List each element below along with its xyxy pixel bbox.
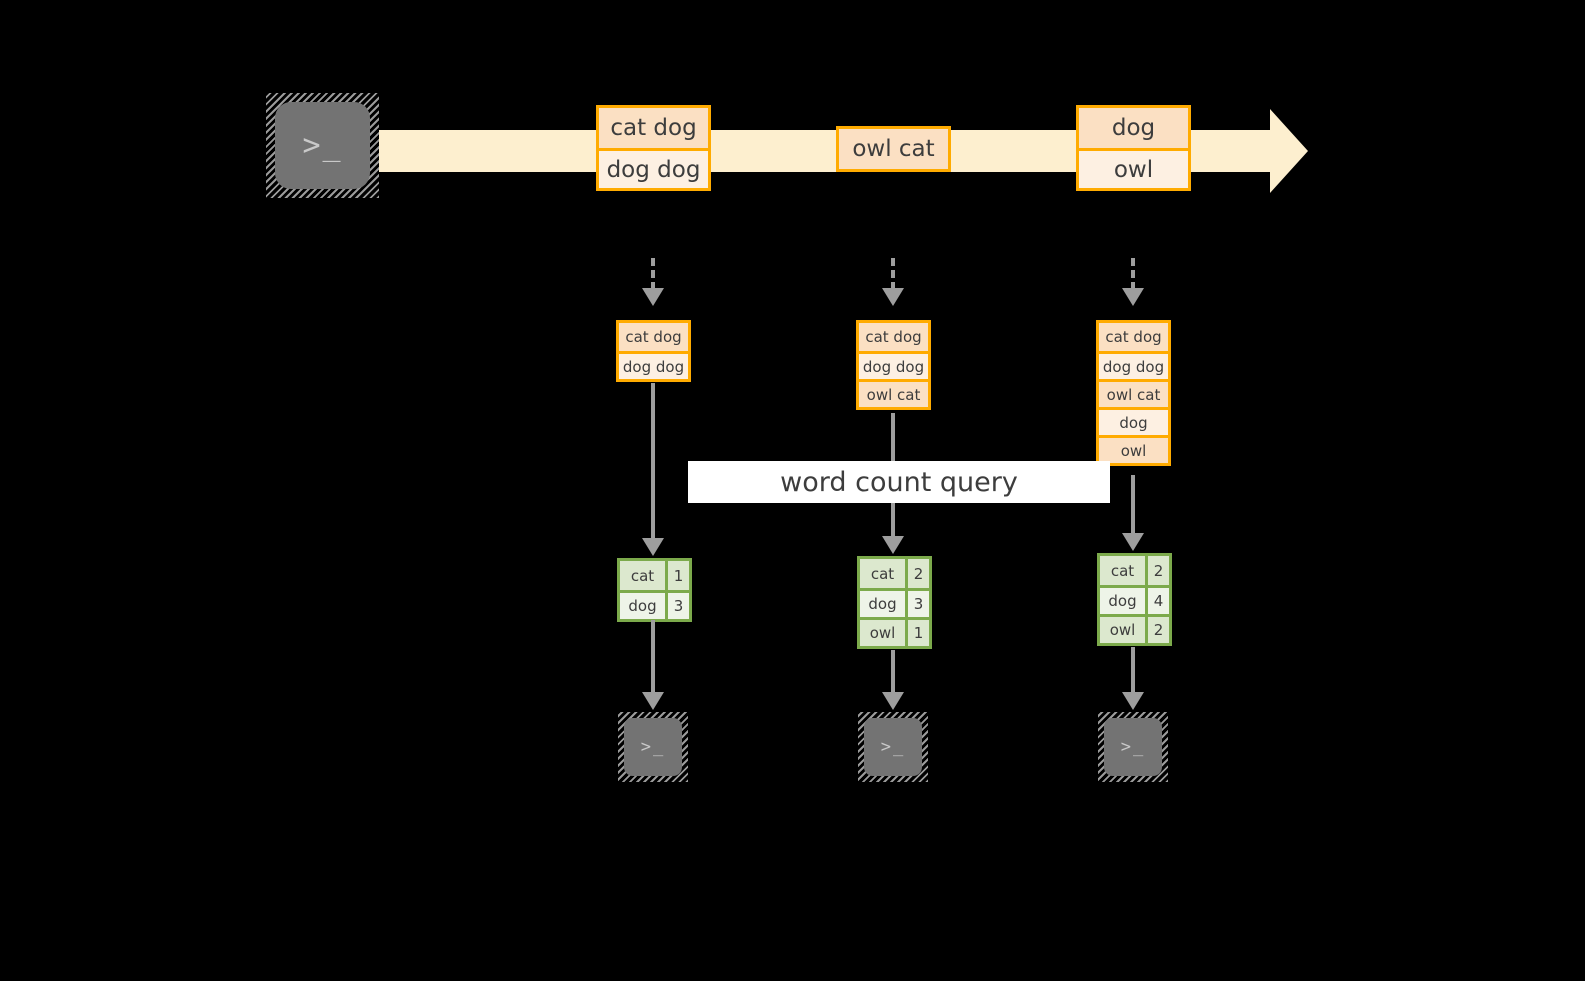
result-count: 3 [665, 593, 689, 619]
result-table-2: cat 2 dog 3 owl 1 [857, 556, 932, 649]
stream-record-1: cat dog dog dog [596, 105, 711, 191]
result-count: 1 [905, 620, 929, 646]
stream-to-accumulator-connector-1 [651, 258, 655, 290]
result-word: dog [620, 593, 665, 619]
result-word: dog [860, 591, 905, 617]
stream-record-3: dog owl [1076, 105, 1191, 191]
result-word: cat [620, 561, 665, 590]
table-row: cat 2 [860, 559, 929, 588]
accumulated-line: owl [1099, 435, 1168, 463]
arrow-head-icon [1122, 692, 1144, 710]
accumulated-line: cat dog [859, 323, 928, 351]
accumulated-line: dog dog [859, 351, 928, 379]
result-count: 2 [1145, 617, 1169, 643]
result-word: cat [860, 559, 905, 588]
result-to-sink-connector-1 [651, 620, 655, 692]
terminal-screen: >_ [275, 102, 370, 189]
accumulated-line: owl cat [859, 379, 928, 407]
accumulator-box-1: cat dog dog dog [616, 320, 691, 382]
record-line: dog [1079, 108, 1188, 148]
accumulator-box-3: cat dog dog dog owl cat dog owl [1096, 320, 1171, 466]
result-table-1: cat 1 dog 3 [617, 558, 692, 622]
sink-terminal-icon-3: >_ [1098, 712, 1168, 782]
table-row: cat 2 [1100, 556, 1169, 585]
stream-record-2: owl cat [836, 126, 951, 172]
terminal-prompt-glyph: >_ [880, 737, 906, 757]
result-to-sink-connector-3 [1131, 647, 1135, 692]
result-word: cat [1100, 556, 1145, 585]
terminal-prompt-glyph: >_ [1120, 737, 1146, 757]
record-line: owl [1079, 148, 1188, 188]
accumulated-line: owl cat [1099, 379, 1168, 407]
accumulated-line: dog [1099, 407, 1168, 435]
accumulated-line: cat dog [1099, 323, 1168, 351]
table-row: cat 1 [620, 561, 689, 590]
stream-arrow-right-icon [1270, 109, 1308, 193]
arrow-head-icon [642, 538, 664, 556]
terminal-screen: >_ [1104, 718, 1162, 776]
arrow-head-icon [1122, 533, 1144, 551]
result-word: dog [1100, 588, 1145, 614]
sink-terminal-icon-2: >_ [858, 712, 928, 782]
sink-terminal-icon-1: >_ [618, 712, 688, 782]
accumulated-line: dog dog [619, 351, 688, 379]
accumulator-to-result-connector-1 [651, 383, 655, 538]
terminal-screen: >_ [864, 718, 922, 776]
accumulated-line: cat dog [619, 323, 688, 351]
arrow-head-icon [1122, 288, 1144, 306]
result-count: 2 [905, 559, 929, 588]
table-row: dog 3 [860, 588, 929, 617]
terminal-prompt-glyph: >_ [640, 737, 666, 757]
query-banner: word count query [688, 461, 1110, 503]
record-line: owl cat [839, 129, 948, 169]
stream-to-accumulator-connector-3 [1131, 258, 1135, 290]
arrow-head-icon [882, 692, 904, 710]
arrow-head-icon [642, 692, 664, 710]
result-count: 1 [665, 561, 689, 590]
record-line: cat dog [599, 108, 708, 148]
table-row: owl 2 [1100, 614, 1169, 643]
terminal-screen: >_ [624, 718, 682, 776]
result-count: 3 [905, 591, 929, 617]
arrow-head-icon [882, 288, 904, 306]
accumulator-box-2: cat dog dog dog owl cat [856, 320, 931, 410]
result-word: owl [860, 620, 905, 646]
arrow-head-icon [642, 288, 664, 306]
result-count: 2 [1145, 556, 1169, 585]
table-row: dog 3 [620, 590, 689, 619]
result-word: owl [1100, 617, 1145, 643]
result-count: 4 [1145, 588, 1169, 614]
query-banner-label: word count query [780, 466, 1018, 498]
table-row: dog 4 [1100, 585, 1169, 614]
result-to-sink-connector-2 [891, 650, 895, 692]
result-table-3: cat 2 dog 4 owl 2 [1097, 553, 1172, 646]
stream-to-accumulator-connector-2 [891, 258, 895, 290]
record-line: dog dog [599, 148, 708, 188]
terminal-prompt-glyph: >_ [302, 128, 343, 163]
arrow-head-icon [882, 536, 904, 554]
accumulator-to-result-connector-3 [1131, 475, 1135, 533]
source-terminal-icon: >_ [266, 93, 379, 198]
accumulated-line: dog dog [1099, 351, 1168, 379]
table-row: owl 1 [860, 617, 929, 646]
